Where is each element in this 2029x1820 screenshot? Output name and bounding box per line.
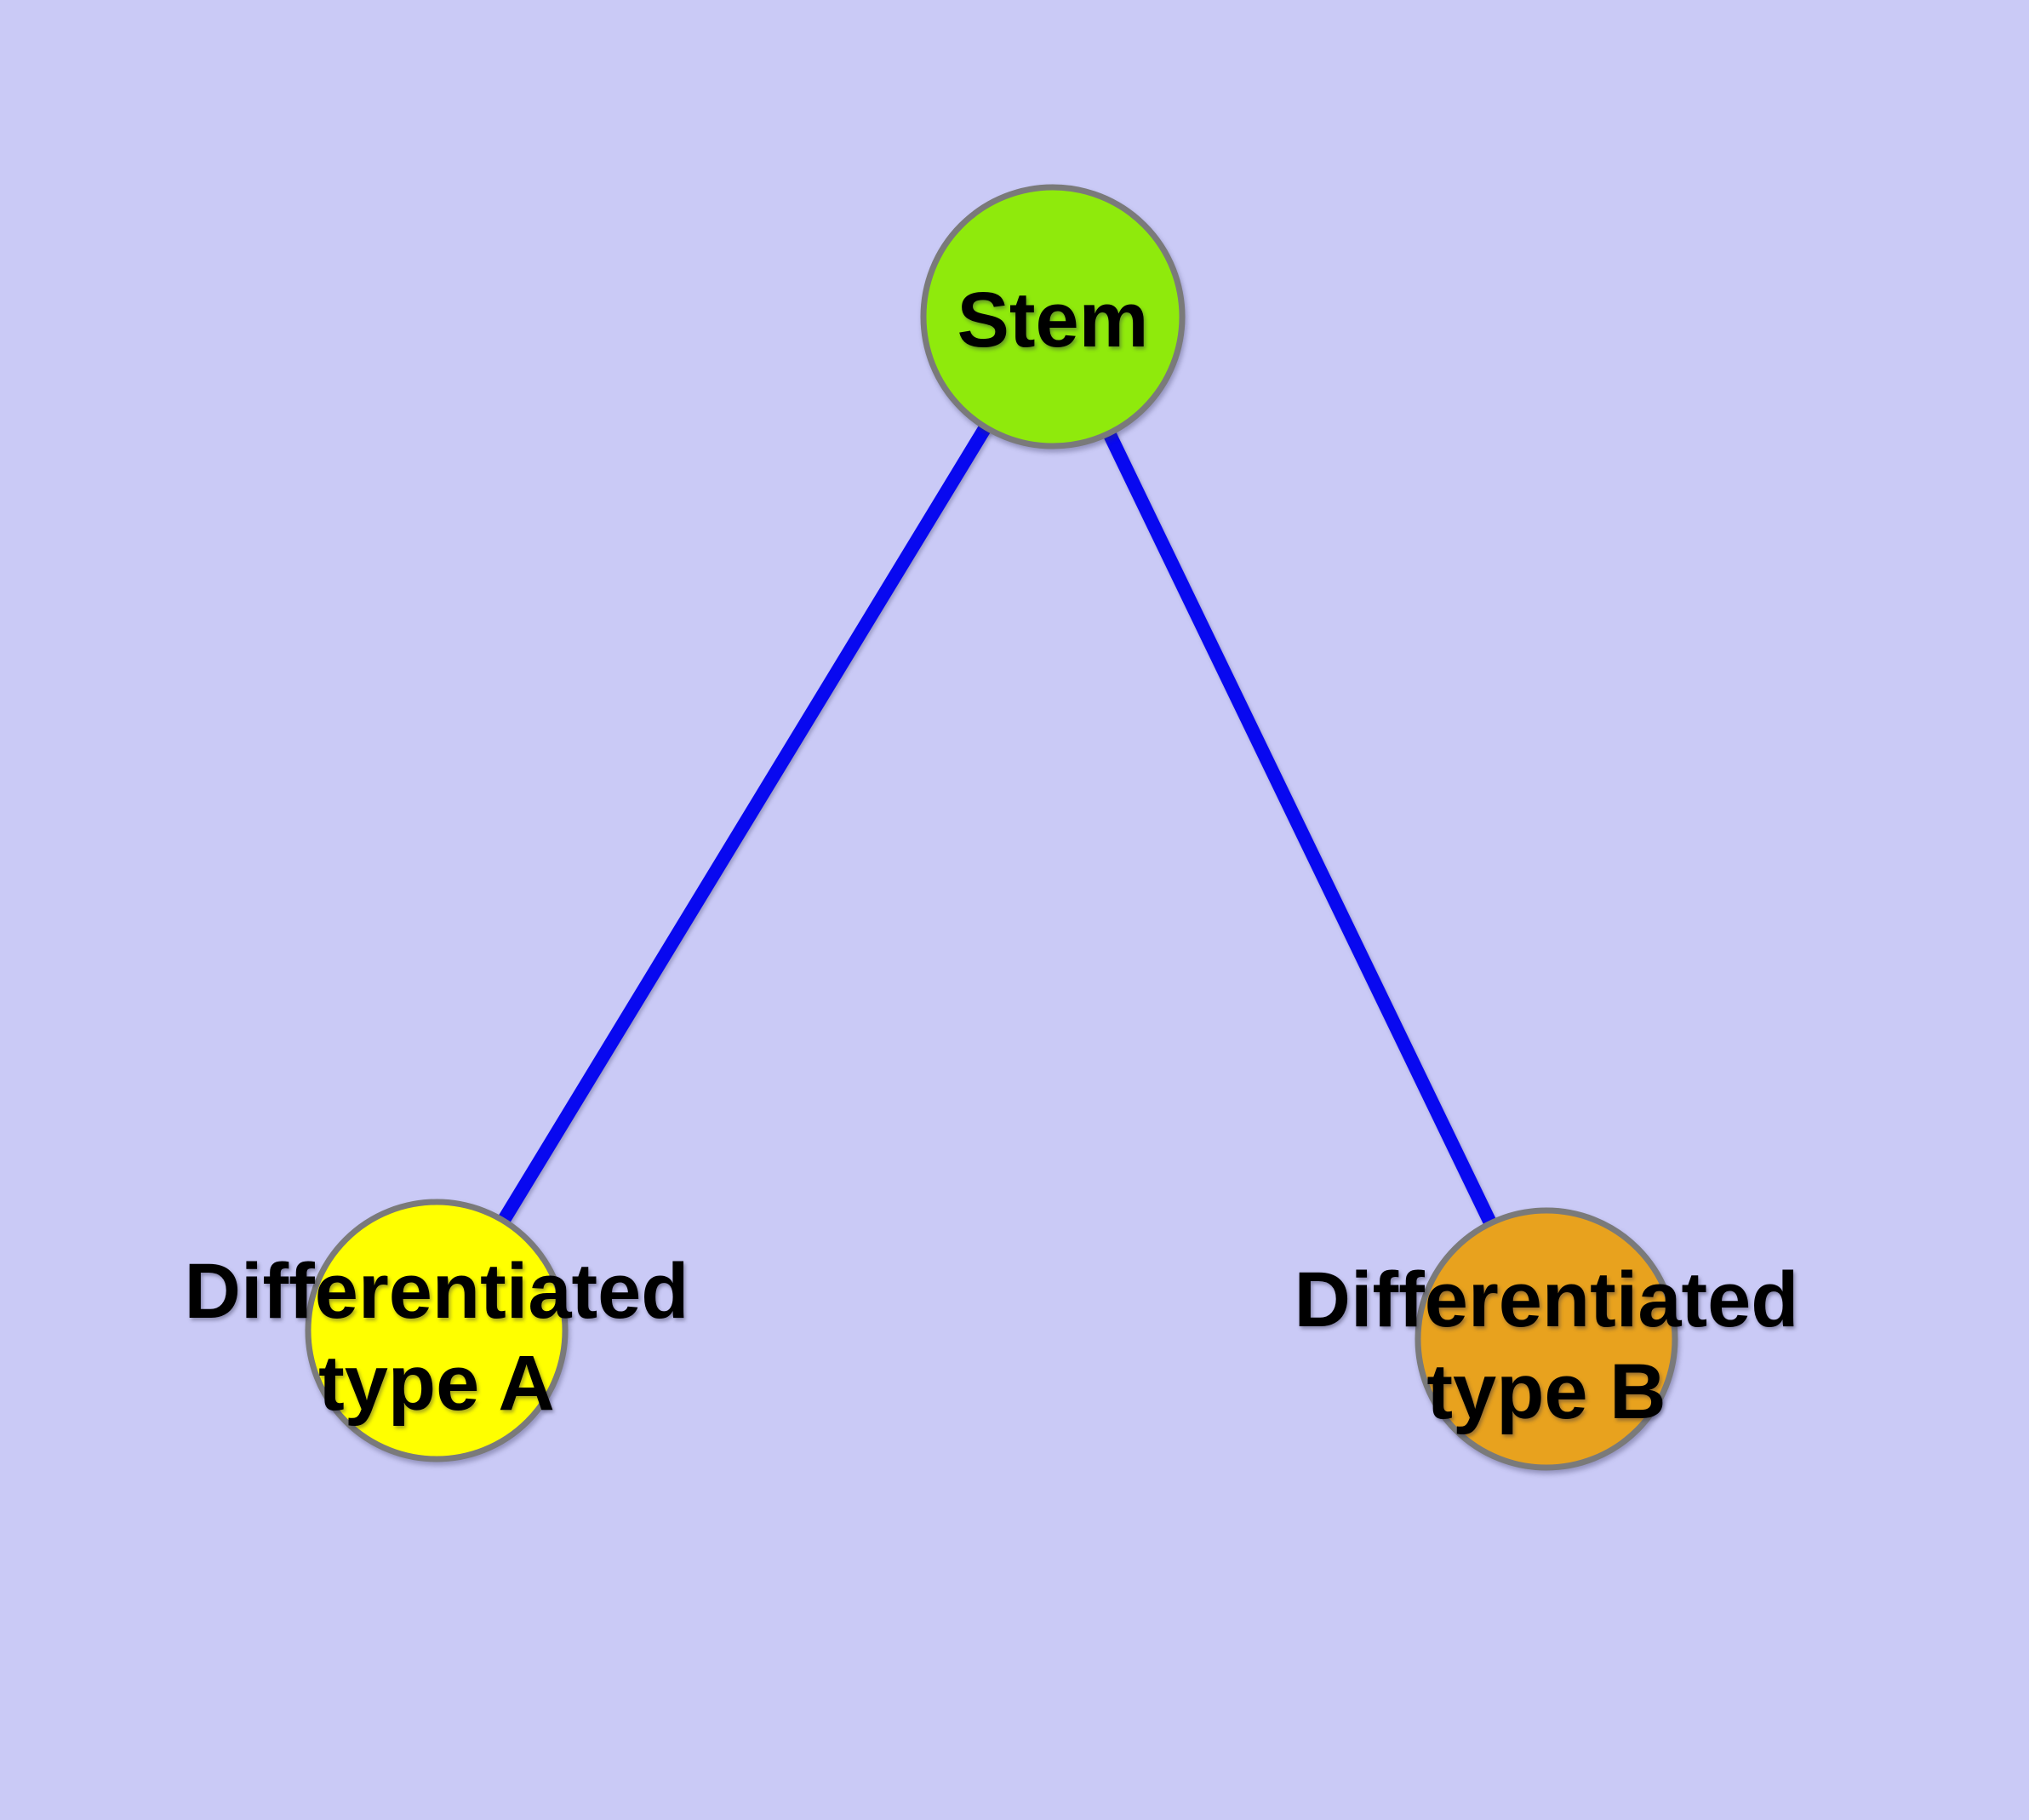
node-type-b-label-line1: Differentiated xyxy=(1295,1256,1799,1343)
node-stem xyxy=(920,184,1186,449)
node-stem-label: Stem xyxy=(957,277,1149,363)
edge-stem-to-type-a xyxy=(431,312,1059,1335)
node-differentiated-type-b xyxy=(1415,1207,1678,1471)
edge-stem-to-type-b xyxy=(1046,313,1553,1342)
graph-group: Stem Differentiated type A Differentiate… xyxy=(185,184,1799,1471)
node-differentiated-type-a xyxy=(305,1199,569,1462)
node-type-b-label-line2: type B xyxy=(1426,1348,1666,1435)
node-type-a-label-line1: Differentiated xyxy=(185,1248,689,1335)
node-type-a-label-line2: type A xyxy=(318,1340,555,1427)
